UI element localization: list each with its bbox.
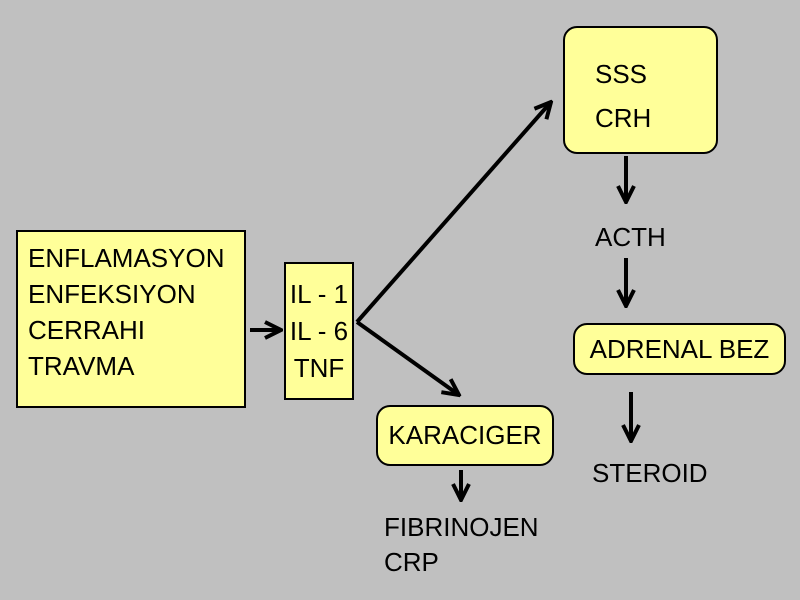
cause-cerrahi: CERRAHI: [28, 315, 146, 345]
causes-box: ENFLAMASYON ENFEKSIYON CERRAHI TRAVMA: [16, 230, 246, 408]
liver-products: FIBRINOJEN CRP: [384, 510, 539, 580]
cytokine-il1: IL - 1: [289, 279, 349, 309]
cause-enfeksiyon: ENFEKSIYON: [28, 279, 196, 309]
brain-crh: CRH: [595, 103, 652, 133]
cause-enflamasyon: ENFLAMASYON: [28, 243, 225, 273]
arrow-cytokines-to-liver: [355, 320, 459, 395]
cytokine-box: IL - 1 IL - 6 TNF: [284, 262, 354, 400]
liver-box: KARACIGER: [376, 405, 554, 466]
cytokine-tnf: TNF: [293, 353, 345, 383]
acth-label: ACTH: [595, 222, 666, 252]
adrenal-box: ADRENAL BEZ: [573, 323, 786, 375]
brain-box: SSS CRH: [563, 26, 718, 154]
cause-travma: TRAVMA: [28, 351, 135, 381]
brain-sss: SSS: [595, 59, 648, 89]
product-crp: CRP: [384, 547, 439, 577]
cytokine-il6: IL - 6: [289, 316, 349, 346]
product-fibrinojen: FIBRINOJEN: [384, 512, 539, 542]
arrow-cytokines-to-brain: [355, 102, 551, 324]
steroid-label: STEROID: [592, 458, 708, 488]
